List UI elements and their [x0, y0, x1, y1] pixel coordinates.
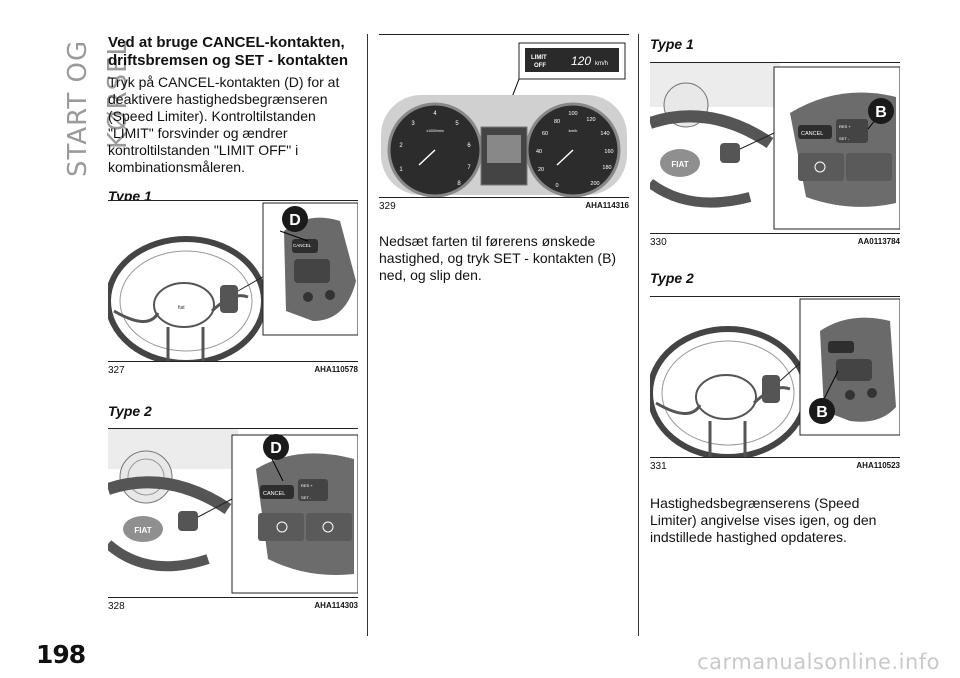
svg-text:80: 80 — [554, 119, 560, 125]
type-label: Type 2 — [650, 270, 694, 286]
figure-number: 331 — [650, 461, 667, 472]
svg-text:20: 20 — [538, 167, 544, 173]
svg-text:5: 5 — [455, 121, 459, 127]
figure-number: 330 — [650, 237, 667, 248]
figure-number: 328 — [108, 601, 125, 612]
svg-text:km/h: km/h — [569, 128, 578, 133]
svg-text:140: 140 — [600, 131, 609, 137]
svg-text:fiat: fiat — [178, 305, 185, 311]
svg-text:60: 60 — [542, 131, 548, 137]
svg-text:RES +: RES + — [839, 124, 851, 129]
svg-text:8: 8 — [457, 181, 461, 187]
callout-d-marker — [263, 434, 289, 460]
svg-text:120: 120 — [571, 54, 591, 68]
instrument-cluster-illustration: LIMIT OFF 120 km/h 1 2 3 4 5 6 7 8 x1000… — [379, 34, 629, 198]
svg-text:B: B — [875, 104, 887, 121]
svg-text:km/h: km/h — [595, 61, 608, 67]
svg-text:B: B — [816, 404, 828, 421]
figure-number: 329 — [379, 201, 396, 212]
figure-number: 327 — [108, 365, 125, 376]
steering-wheel-illustration: fiat CANCEL D — [108, 200, 358, 362]
figure-code: AHA114316 — [585, 201, 629, 210]
callout-d-marker — [282, 206, 308, 232]
svg-text:SET -: SET - — [839, 136, 850, 141]
instruction-paragraph: Tryk på CANCEL-kontakten (D) for at deak… — [108, 74, 340, 175]
svg-text:0: 0 — [555, 183, 558, 189]
instruction-paragraph: Hastighedsbegrænserens (Speed Limiter) a… — [650, 495, 877, 545]
svg-text:3: 3 — [411, 121, 415, 127]
figure-331: B 331 AHA110523 — [650, 296, 900, 477]
svg-text:D: D — [270, 440, 282, 457]
figure-code: AHA110523 — [856, 461, 900, 470]
figure-code: AHA110578 — [314, 365, 358, 374]
svg-text:2: 2 — [399, 143, 403, 149]
svg-text:RES +: RES + — [301, 483, 313, 488]
svg-text:FIAT: FIAT — [671, 160, 688, 169]
figure-329: LIMIT OFF 120 km/h 1 2 3 4 5 6 7 8 x1000… — [379, 34, 629, 217]
type-label: Type 2 — [108, 403, 152, 419]
svg-text:OFF: OFF — [534, 63, 546, 69]
svg-text:FIAT: FIAT — [134, 526, 151, 535]
page-number: 198 — [36, 640, 86, 669]
svg-text:CANCEL: CANCEL — [293, 243, 312, 248]
svg-text:CANCEL: CANCEL — [801, 131, 823, 137]
svg-text:CANCEL: CANCEL — [263, 491, 285, 497]
svg-text:200: 200 — [590, 181, 599, 187]
type-label: Type 1 — [650, 36, 694, 52]
svg-text:LIMIT: LIMIT — [531, 55, 547, 61]
column-1: Ved at bruge CANCEL-kontakten, driftsbre… — [108, 30, 358, 204]
steering-controls-illustration: FIAT CANCEL RES + SET - D — [108, 428, 358, 598]
svg-text:7: 7 — [467, 165, 471, 171]
watermark: carmanualsonline.info — [697, 650, 940, 674]
column-divider — [367, 34, 368, 636]
figure-code: AA0113784 — [857, 237, 900, 246]
svg-text:4: 4 — [433, 111, 437, 117]
svg-text:40: 40 — [536, 149, 542, 155]
instruction-paragraph: Nedsæt farten til førerens ønskede hasti… — [379, 233, 617, 283]
callout-b-marker — [809, 398, 835, 424]
svg-text:100: 100 — [568, 111, 577, 117]
svg-text:160: 160 — [604, 149, 613, 155]
svg-text:x1000r/min: x1000r/min — [426, 129, 443, 133]
figure-code: AHA114303 — [314, 601, 358, 610]
figure-327: fiat CANCEL D 327 AHA110578 — [108, 200, 358, 381]
steering-controls-illustration: FIAT CANCEL RES + SET - B — [650, 62, 900, 234]
svg-text:120: 120 — [586, 117, 595, 123]
section-heading: Ved at bruge CANCEL-kontakten, driftsbre… — [108, 34, 349, 69]
section-side-title: START OG KØRSEL — [63, 40, 133, 178]
column-divider — [638, 34, 639, 636]
svg-text:SET -: SET - — [301, 495, 312, 500]
figure-330: FIAT CANCEL RES + SET - B 330 AA0113784 — [650, 62, 900, 253]
steering-wheel-illustration: B — [650, 296, 900, 458]
svg-text:180: 180 — [602, 165, 611, 171]
svg-text:D: D — [289, 212, 301, 229]
callout-b-marker — [868, 98, 894, 124]
svg-text:6: 6 — [467, 143, 471, 149]
figure-328: FIAT CANCEL RES + SET - D 328 AHA114303 — [108, 428, 358, 617]
svg-text:1: 1 — [399, 167, 403, 173]
